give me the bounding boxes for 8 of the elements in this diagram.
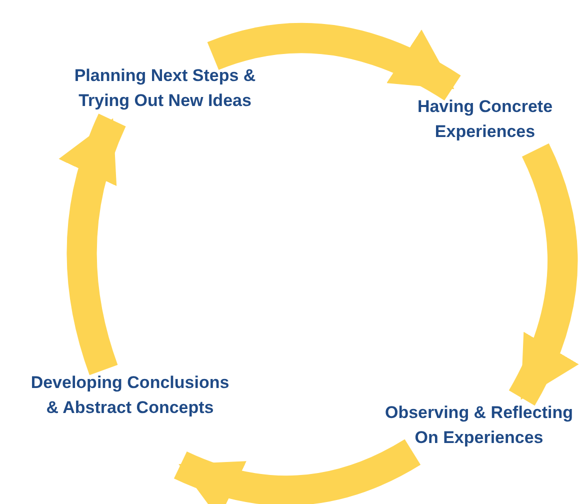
stage-label: Observing & Reflecting On Experiences xyxy=(384,402,574,449)
curved-arrow xyxy=(60,114,126,375)
curved-arrow xyxy=(174,438,420,504)
stage-label: Planning Next Steps & Trying Out New Ideas xyxy=(73,65,257,112)
stage-label: Developing Conclusions & Abstract Concepts xyxy=(30,372,230,419)
curved-arrow xyxy=(508,144,578,406)
curved-arrow xyxy=(208,23,460,101)
stage-label: Having Concrete Experiences xyxy=(416,96,554,143)
